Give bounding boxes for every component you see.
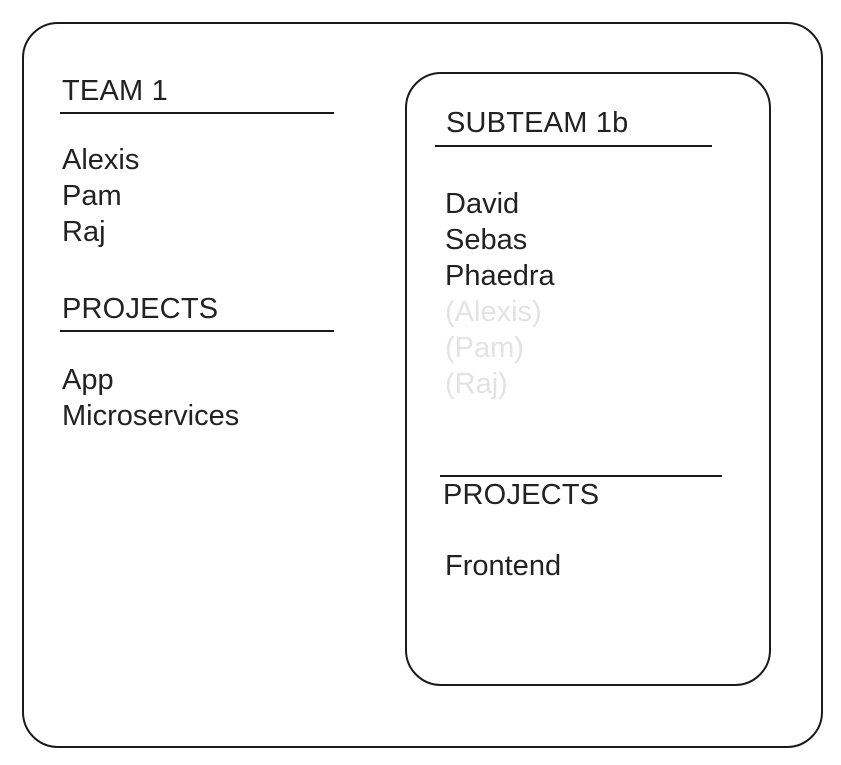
list-item: Pam xyxy=(62,180,122,212)
list-item: App xyxy=(62,364,114,396)
list-item: Sebas xyxy=(445,224,528,256)
list-item: Alexis xyxy=(62,144,140,176)
inherited-list-item: (Pam) xyxy=(445,332,524,364)
team-projects-heading: PROJECTS xyxy=(62,293,219,325)
inherited-list-item: (Alexis) xyxy=(445,296,542,328)
team-heading: TEAM 1 xyxy=(62,75,168,107)
inherited-list-item: (Raj) xyxy=(445,368,508,400)
list-item: Raj xyxy=(62,216,106,248)
team-member-list: Alexis Pam Raj xyxy=(62,142,139,250)
team-container-box xyxy=(22,22,823,748)
list-item: Frontend xyxy=(445,550,562,582)
list-item: Phaedra xyxy=(445,260,555,292)
subteam-projects-heading: PROJECTS xyxy=(443,479,600,511)
subteam-heading-underline xyxy=(435,145,712,147)
subteam-project-list: Frontend xyxy=(445,548,561,584)
subteam-member-list: David Sebas Phaedra (Alexis) (Pam) (Raj) xyxy=(445,186,555,402)
subteam-projects-heading-overline xyxy=(440,475,722,477)
team-project-list: App Microservices xyxy=(62,362,239,434)
list-item: Microservices xyxy=(62,400,240,432)
team-projects-heading-underline xyxy=(60,330,334,332)
subteam-container-box xyxy=(405,72,771,686)
team-heading-underline xyxy=(60,112,334,114)
list-item: David xyxy=(445,188,520,220)
subteam-heading: SUBTEAM 1b xyxy=(446,107,629,139)
